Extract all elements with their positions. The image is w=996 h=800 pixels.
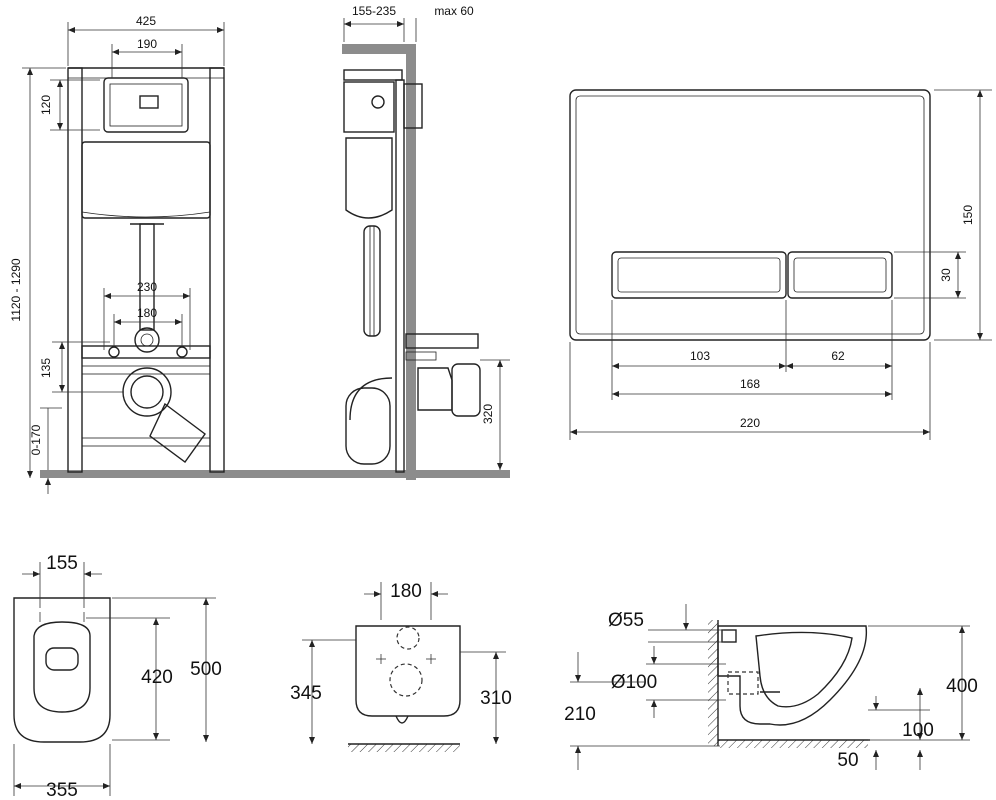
dim-side-height: 320 bbox=[481, 404, 495, 424]
dim-bowl-length: 500 bbox=[190, 659, 222, 680]
cistern bbox=[81, 141, 211, 219]
dim-buttons-total: 168 bbox=[740, 377, 760, 391]
dim-outlet-diameter: Ø100 bbox=[611, 672, 657, 693]
front-floor-hatch bbox=[348, 744, 460, 752]
dim-panel-width: 190 bbox=[137, 37, 157, 51]
bowl-outline-side bbox=[717, 625, 868, 726]
dim-seat-width: 155 bbox=[46, 553, 78, 574]
dim-button-right: 62 bbox=[831, 349, 845, 363]
flush-plate: 150 30 103 62 168 220 bbox=[569, 89, 992, 440]
frame-front-view: 425 190 120 1120 - 1290 230 180 135 0 bbox=[9, 14, 510, 494]
dim-rim-offset: 100 bbox=[902, 720, 934, 741]
dim-button-height: 30 bbox=[939, 268, 953, 282]
dim-fix-spacing: 180 bbox=[390, 581, 422, 602]
dim-bolt-outer: 230 bbox=[137, 280, 157, 294]
dim-panel-height: 120 bbox=[39, 95, 53, 115]
dim-bowl-width: 355 bbox=[46, 780, 78, 800]
dim-base-offset: 50 bbox=[837, 750, 858, 771]
flush-button-small bbox=[787, 251, 893, 299]
dim-frame-width: 425 bbox=[136, 14, 156, 28]
dim-outlet-height: 135 bbox=[39, 358, 53, 378]
side-wall-hatch bbox=[708, 620, 718, 746]
dim-plate-width: 220 bbox=[740, 416, 760, 430]
bowl-outline-front bbox=[355, 625, 461, 717]
dim-bowl-height: 400 bbox=[946, 676, 978, 697]
dim-front-height-left: 345 bbox=[290, 683, 322, 704]
dim-bowl-length-inner: 420 bbox=[141, 667, 173, 688]
dim-foot-adjust: 0-170 bbox=[29, 424, 43, 455]
side-floor bbox=[416, 470, 510, 478]
bowl-front-view: 180 345 310 bbox=[290, 581, 512, 752]
frame-side-view: 155-235 max 60 320 bbox=[342, 4, 510, 480]
dim-total-height: 1120 - 1290 bbox=[9, 258, 23, 321]
flush-panel-frame bbox=[103, 77, 189, 133]
bowl-side-view: Ø55 Ø100 210 400 100 50 bbox=[564, 604, 978, 771]
floor-line bbox=[40, 470, 510, 478]
dim-inlet-diameter: Ø55 bbox=[608, 610, 644, 631]
bowl-top-view: 155 420 500 355 bbox=[13, 553, 222, 800]
dim-button-left: 103 bbox=[690, 349, 710, 363]
dim-max-depth: max 60 bbox=[434, 4, 474, 18]
dim-outlet-center: 210 bbox=[564, 704, 596, 725]
bowl-outline-top bbox=[13, 597, 111, 743]
dim-plate-height: 150 bbox=[961, 205, 975, 225]
dim-front-height-right: 310 bbox=[480, 688, 512, 709]
flush-plate-outline bbox=[569, 89, 931, 341]
side-wall bbox=[342, 44, 416, 54]
dim-wall-depth: 155-235 bbox=[352, 4, 396, 18]
flush-button-large bbox=[611, 251, 787, 299]
dim-bolt-inner: 180 bbox=[137, 306, 157, 320]
